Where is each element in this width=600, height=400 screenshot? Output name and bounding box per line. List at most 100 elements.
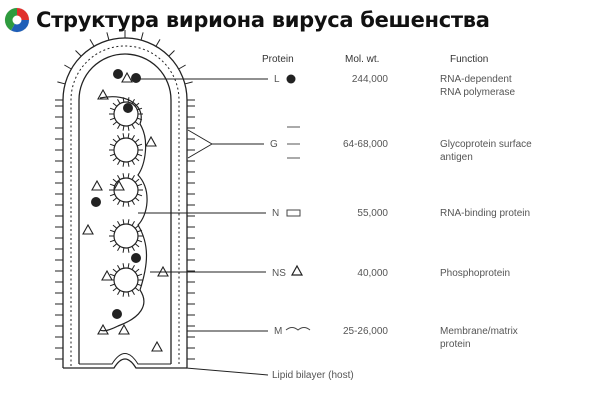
n-protein-icon — [286, 209, 301, 217]
nucleocapsid-tooth — [112, 197, 118, 202]
nucleocapsid-strand — [99, 96, 148, 332]
nucleocapsid-tooth — [117, 200, 121, 205]
nucleocapsid-tooth — [137, 183, 143, 187]
l-protein-dot-5 — [131, 253, 141, 263]
spike — [155, 39, 161, 47]
l-protein-dot-1 — [113, 69, 123, 79]
spike — [75, 50, 82, 57]
nucleocapsid-tooth — [109, 117, 115, 121]
nucleocapsid-tooth — [117, 99, 121, 104]
spike — [168, 50, 175, 57]
ns-protein-triangle-1 — [97, 88, 109, 100]
nucleocapsid-tooth — [117, 175, 121, 180]
l-protein-dot-2 — [131, 73, 141, 83]
nucleocapsid-tooth — [122, 133, 125, 139]
nucleocapsid-tooth — [137, 143, 143, 147]
nucleocapsid-tooth — [134, 268, 140, 273]
nucleocapsid-tooth — [127, 133, 130, 139]
nucleocapsid-tooth — [117, 124, 121, 129]
protein-g-label: G — [270, 139, 278, 150]
nucleocapsid-tooth — [117, 246, 121, 251]
l-protein-dot-6 — [112, 309, 122, 319]
nucleocapsid-tooth — [122, 125, 125, 131]
nucleocapsid-tooth — [127, 173, 130, 179]
virion-membrane — [70, 45, 180, 366]
spike — [178, 64, 186, 70]
nucleocapsid-tooth — [109, 283, 115, 287]
nucleocapsid-tooth — [122, 247, 125, 253]
nucleocapsid-tooth — [117, 290, 121, 295]
glycoprotein-spikes — [55, 30, 195, 360]
nucleocapsid-tooth — [137, 193, 143, 197]
nucleocapsid-coil-1-teeth — [109, 97, 143, 131]
function-g-1: Glycoprotein surface — [440, 139, 532, 150]
ns-protein-triangle-3 — [113, 179, 125, 191]
nucleocapsid-tooth — [122, 291, 125, 297]
nucleocapsid-tooth — [127, 161, 130, 167]
nucleocapsid-coil-4 — [113, 223, 139, 249]
l-protein-dot-3 — [123, 103, 133, 113]
nucleocapsid-tooth — [117, 221, 121, 226]
nucleocapsid-tooth — [109, 239, 115, 243]
nucleocapsid-tooth — [131, 221, 135, 226]
nucleocapsid-coil-2 — [113, 137, 139, 163]
m-protein-icon — [285, 327, 311, 331]
ns-protein-triangle-8 — [151, 340, 163, 352]
nucleocapsid-tooth — [109, 107, 115, 111]
nucleocapsid-tooth — [131, 200, 135, 205]
mol-wt-m: 25-26,000 — [343, 326, 388, 337]
logo-icon — [4, 7, 30, 33]
header-mol-wt: Mol. wt. — [345, 54, 379, 65]
nucleocapsid-tooth — [131, 160, 135, 165]
ns-protein-icon — [290, 264, 304, 276]
nucleocapsid-tooth — [137, 239, 143, 243]
nucleocapsid-tooth — [112, 287, 118, 292]
nucleocapsid-tooth — [127, 247, 130, 253]
nucleocapsid-tooth — [137, 153, 143, 157]
nucleocapsid-tooth — [112, 178, 118, 183]
nucleocapsid-tooth — [137, 273, 143, 277]
protein-l-label: L — [274, 74, 280, 85]
nucleocapsid-coil-2-teeth — [109, 133, 143, 167]
nucleocapsid-tooth — [117, 135, 121, 140]
nucleocapsid-tooth — [134, 138, 140, 143]
nucleocapsid-tooth — [112, 243, 118, 248]
spike — [184, 81, 193, 85]
spike — [89, 39, 95, 47]
protein-n-label: N — [272, 208, 279, 219]
nucleocapsid-coil-4-teeth — [109, 219, 143, 253]
mol-wt-ns: 40,000 — [357, 268, 388, 279]
virion-base — [63, 358, 187, 369]
nucleocapsid-tooth — [109, 153, 115, 157]
nucleocapsid-tooth — [127, 263, 130, 269]
virion-body — [55, 30, 195, 369]
nucleocapsid-tooth — [122, 219, 125, 225]
nucleocapsid-tooth — [112, 157, 118, 162]
protein-ns-label: NS — [272, 268, 286, 279]
nucleocapsid-coil-5-teeth — [109, 263, 143, 297]
ns-protein-triangle-6 — [97, 323, 109, 335]
nucleocapsid-tooth — [109, 273, 115, 277]
leader-g — [187, 129, 264, 159]
nucleocapsid-tooth — [131, 124, 135, 129]
nucleocapsid-coil-3-teeth — [109, 173, 143, 207]
nucleocapsid-tooth — [112, 121, 118, 126]
ns-protein-triangle-5 — [101, 269, 113, 281]
mol-wt-g: 64-68,000 — [343, 139, 388, 150]
function-ns-1: Phosphoprotein — [440, 268, 510, 279]
virion-base-inner — [79, 353, 171, 365]
function-n-1: RNA-binding protein — [440, 208, 530, 219]
nucleocapsid-tooth — [131, 265, 135, 270]
nucleocapsid-tooth — [127, 201, 130, 207]
nucleocapsid-tooth — [112, 268, 118, 273]
protein-m-label: M — [274, 326, 282, 337]
page-title: Структура вириона вируса бешенства — [36, 8, 490, 32]
nucleocapsid-coil-5 — [113, 267, 139, 293]
nucleocapsid-tooth — [131, 135, 135, 140]
spike — [64, 64, 72, 70]
function-l-2: RNA polymerase — [440, 87, 515, 98]
l-protein-icon — [286, 74, 296, 84]
ns-protein-triangle-7 — [118, 323, 130, 335]
ns-protein-triangle-4 — [82, 223, 94, 235]
